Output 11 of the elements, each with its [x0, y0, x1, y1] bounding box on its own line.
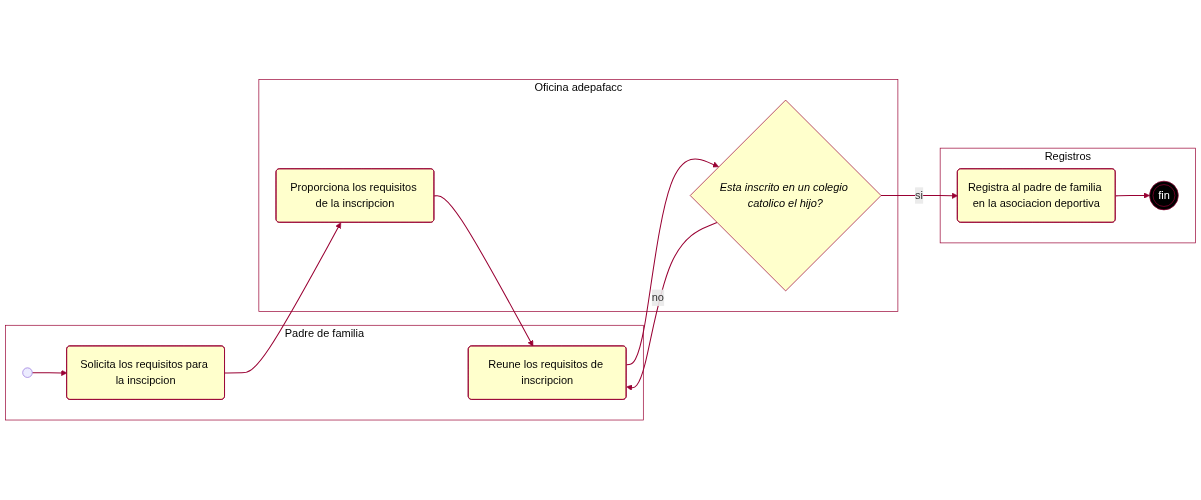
node-circle — [22, 367, 33, 379]
node-diamond: Esta inscrito en un colegio catolico el hijo? — [689, 99, 882, 292]
arrow — [31, 370, 68, 377]
arrow — [626, 158, 719, 366]
edge-label: no — [651, 291, 664, 304]
arrow — [433, 195, 534, 347]
arrow — [1115, 192, 1150, 199]
arrow — [880, 192, 958, 199]
arrow — [626, 222, 718, 391]
arrow — [224, 222, 342, 374]
edge-label: si — [915, 189, 923, 202]
